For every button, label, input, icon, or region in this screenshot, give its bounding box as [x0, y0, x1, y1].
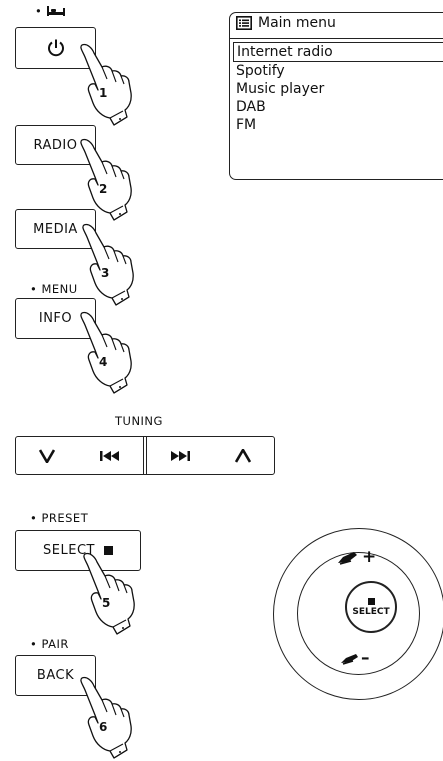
- menu-item-internet-radio[interactable]: Internet radio: [233, 42, 443, 62]
- info-button-label: INFO: [38, 311, 73, 326]
- back-button-label: BACK: [36, 668, 75, 683]
- pair-caption: • PAIR: [30, 637, 69, 651]
- step-number-3: 3: [101, 266, 110, 280]
- menu-title: Main menu: [236, 15, 336, 31]
- step-number-5: 5: [102, 596, 111, 610]
- previous-track-icon[interactable]: [100, 450, 120, 461]
- menu-item-music-player[interactable]: Music player: [236, 81, 325, 97]
- pointing-hand-icon: [80, 43, 132, 126]
- tuning-right-half: [146, 437, 274, 474]
- sleep-caption: •: [35, 4, 66, 18]
- tuning-left-half: [16, 437, 144, 474]
- tuning-caption: TUNING: [115, 414, 163, 428]
- up-chevron-icon[interactable]: [235, 448, 252, 463]
- menu-list-icon: [236, 16, 252, 30]
- menu-item-spotify[interactable]: Spotify: [236, 63, 285, 79]
- power-icon: [47, 39, 64, 57]
- media-button[interactable]: MEDIA: [15, 209, 96, 249]
- tuning-control: [15, 436, 275, 475]
- pointing-hand-icon: [80, 138, 132, 221]
- back-button[interactable]: BACK: [15, 655, 96, 696]
- menu-divider: [230, 38, 443, 39]
- main-menu-display: Main menu Internet radio Spotify Music p…: [229, 12, 443, 180]
- menu-item-dab[interactable]: DAB: [236, 99, 266, 115]
- preset-caption: • PRESET: [30, 511, 89, 525]
- volume-plus: +: [362, 547, 377, 567]
- radio-button-label: RADIO: [33, 137, 78, 153]
- media-button-label: MEDIA: [33, 221, 78, 237]
- pointing-hand-icon: [80, 311, 132, 394]
- stop-square-icon: [367, 597, 375, 605]
- pointing-hand-icon: [80, 676, 132, 759]
- volume-minus: –: [361, 648, 370, 668]
- stop-square-icon: [103, 546, 113, 555]
- pointing-hand-icon: [83, 552, 135, 635]
- step-number-1: 1: [99, 86, 108, 100]
- dial-select-label: SELECT: [352, 606, 390, 617]
- step-number-6: 6: [99, 720, 108, 734]
- menu-caption: • MENU: [30, 282, 78, 296]
- next-track-icon[interactable]: [170, 450, 190, 461]
- menu-title-text: Main menu: [258, 15, 336, 31]
- menu-item-fm[interactable]: FM: [236, 117, 257, 133]
- select-button[interactable]: SELECT: [15, 530, 141, 571]
- sleep-bed-icon: [47, 6, 66, 16]
- bullet: •: [35, 4, 43, 18]
- volume-up-icon: [338, 552, 357, 565]
- step-number-2: 2: [99, 182, 108, 196]
- dial-inner-ring: [297, 552, 420, 675]
- select-button-label: SELECT: [43, 543, 95, 558]
- pointing-hand-icon: [82, 223, 134, 306]
- down-chevron-icon[interactable]: [38, 448, 55, 463]
- step-number-4: 4: [99, 355, 108, 369]
- volume-down-icon: [341, 654, 358, 665]
- dial-select-button[interactable]: SELECT: [345, 581, 397, 633]
